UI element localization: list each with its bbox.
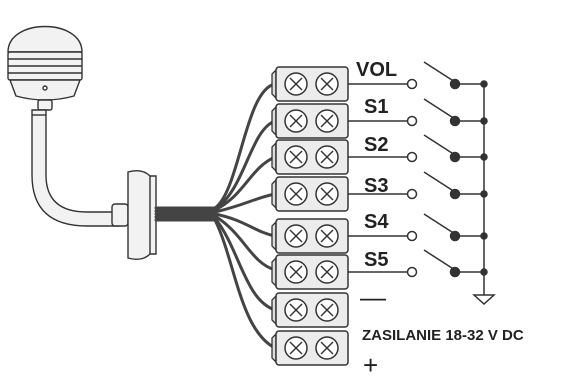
- screw-icon: [284, 109, 308, 133]
- switch-s3: [348, 171, 488, 200]
- cable-bundle: [154, 82, 277, 350]
- terminal-s4: [271, 218, 349, 254]
- mounting-flange: [127, 169, 157, 261]
- screw-icon: [315, 109, 339, 133]
- screw-icon: [284, 224, 308, 248]
- screw-icon: [284, 298, 308, 322]
- screw-icon: [315, 72, 339, 96]
- ground-icon: [472, 290, 496, 306]
- terminal-s2: [271, 139, 349, 175]
- screw-icon: [284, 182, 308, 206]
- switch-network: [348, 61, 496, 306]
- lamp-dome: [7, 25, 83, 53]
- screw-icon: [284, 72, 308, 96]
- switch-vol: [348, 61, 488, 90]
- screw-icon: [284, 260, 308, 284]
- plus-sign-label: +: [363, 350, 378, 377]
- screw-icon: [315, 298, 339, 322]
- terminal-block: [271, 66, 349, 366]
- terminal-label-s2: S2: [364, 134, 388, 156]
- terminal-s3: [271, 176, 349, 212]
- screw-icon: [315, 145, 339, 169]
- power-supply-label: ZASILANIE 18-32 V DC: [362, 327, 524, 344]
- screw-icon: [315, 182, 339, 206]
- terminal-label-s3: S3: [364, 175, 388, 197]
- screw-icon: [315, 224, 339, 248]
- terminal-vol: [271, 66, 349, 102]
- terminal-s1: [271, 103, 349, 139]
- terminal-s5: [271, 254, 349, 290]
- terminal-label-s5: S5: [364, 249, 388, 271]
- minus-sign-label: —: [360, 282, 386, 312]
- terminal-plus: [271, 330, 349, 366]
- terminal-minus: [271, 292, 349, 328]
- terminal-label-s1: S1: [364, 96, 388, 118]
- switch-s4: [348, 213, 488, 242]
- signal-lamp: [7, 25, 157, 261]
- screw-icon: [284, 336, 308, 360]
- terminal-label-vol: VOL: [356, 59, 397, 81]
- screw-icon: [315, 260, 339, 284]
- lamp-arm: [31, 109, 120, 227]
- terminal-label-s4: S4: [364, 211, 389, 233]
- screw-icon: [315, 336, 339, 360]
- screw-icon: [284, 145, 308, 169]
